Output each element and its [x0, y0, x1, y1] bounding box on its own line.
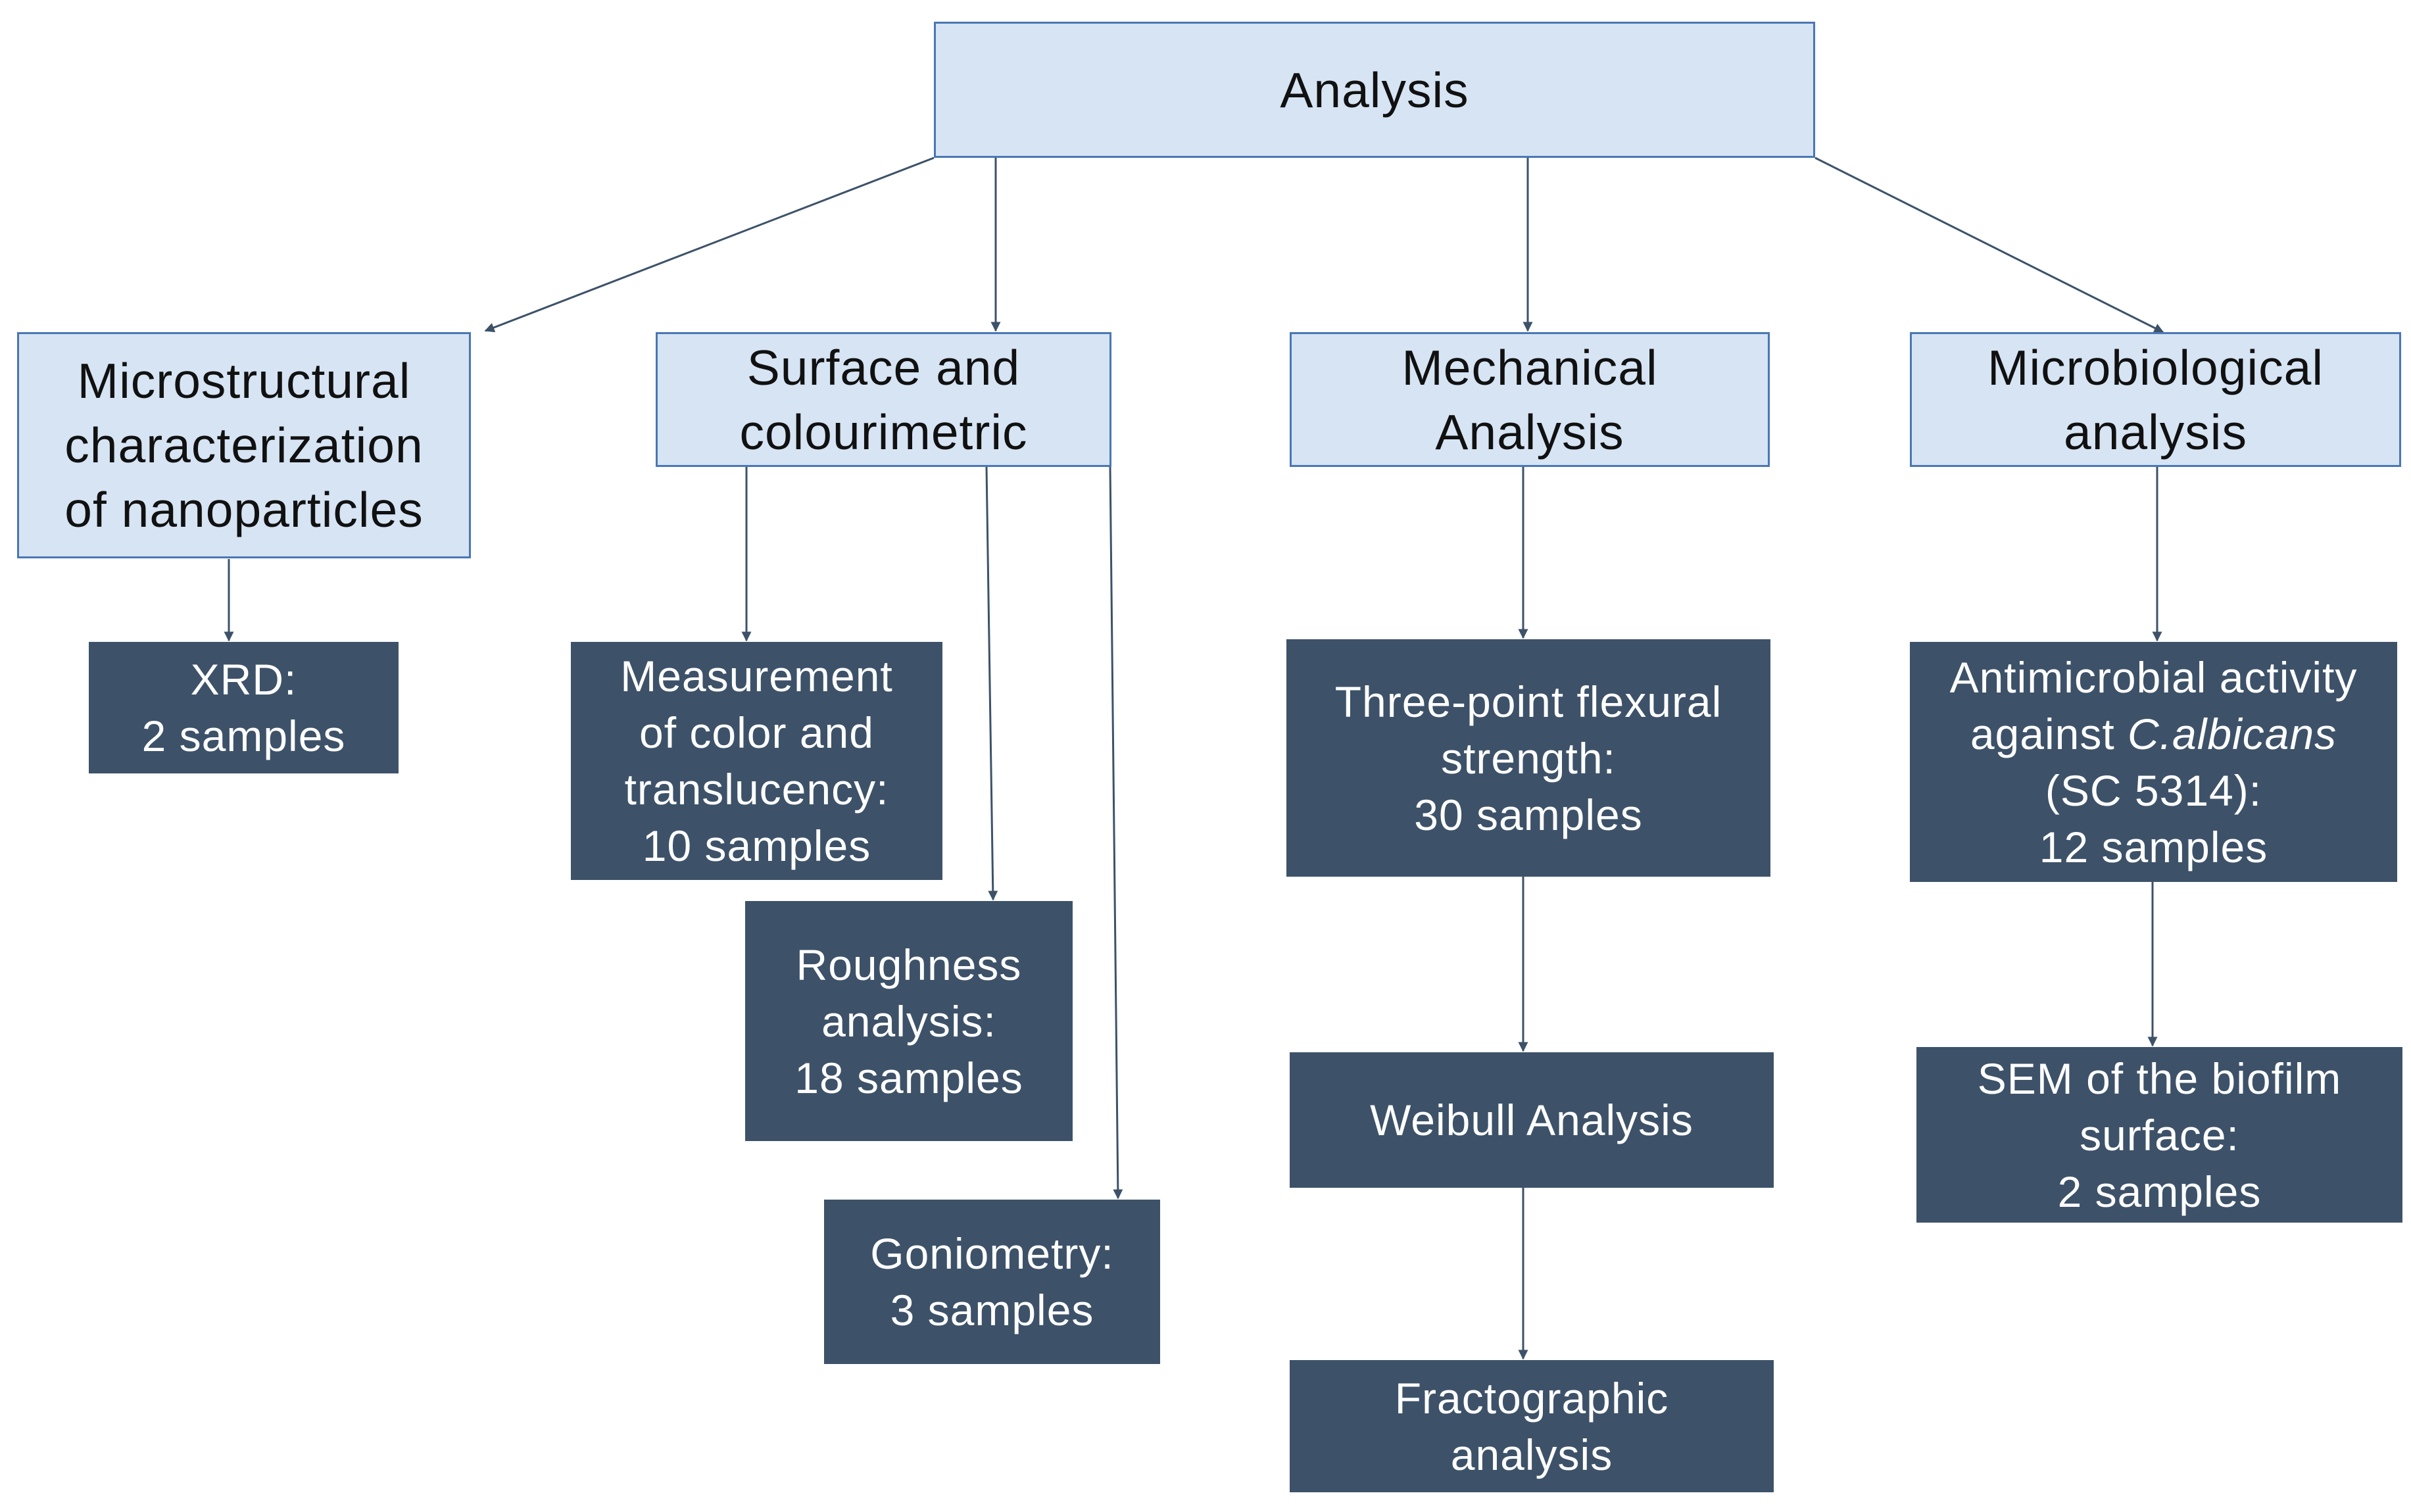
- color-translucency-box: Measurement of color and translucency: 1…: [571, 642, 942, 880]
- goniometry-box: Goniometry: 3 samples: [824, 1200, 1160, 1364]
- sem-line-1: SEM of the biofilm: [1977, 1054, 2342, 1103]
- fractographic-line-2: analysis: [1450, 1430, 1613, 1479]
- goniometry-line-1: Goniometry:: [870, 1229, 1114, 1278]
- microstructural-line-3: of nanoparticles: [64, 482, 424, 537]
- goniometry-line-2: 3 samples: [890, 1286, 1094, 1334]
- flexural-line-2: strength:: [1441, 733, 1616, 783]
- flexural-line-3: 30 samples: [1414, 790, 1643, 839]
- fractographic-analysis-box: Fractographic analysis: [1290, 1360, 1774, 1492]
- sem-line-3: 2 samples: [2057, 1167, 2262, 1216]
- roughness-line-3: 18 samples: [794, 1053, 1023, 1102]
- sem-biofilm-box: SEM of the biofilm surface: 2 samples: [1916, 1047, 2402, 1223]
- antimicrobial-line-3: (SC 5314):: [2045, 766, 2262, 815]
- antimicrobial-line-2: against C.albicans: [1950, 706, 2358, 762]
- surface-line-1: Surface and: [746, 339, 1021, 395]
- mechanical-line-1: Mechanical: [1401, 339, 1658, 395]
- analysis-root-box: Analysis: [934, 22, 1815, 158]
- color-line-1: Measurement: [620, 652, 893, 700]
- microstructural-line-2: characterization: [64, 418, 424, 473]
- antimicrobial-species-name: C.albicans: [2128, 709, 2337, 758]
- mechanical-line-2: Analysis: [1435, 404, 1624, 460]
- antimicrobial-line-2-prefix: against: [1970, 709, 2128, 758]
- surface-colourimetric-box: Surface and colourimetric: [656, 332, 1111, 467]
- flexural-strength-box: Three-point flexural strength: 30 sample…: [1286, 639, 1770, 877]
- arrow-surface-to-goniometry: [1109, 466, 1123, 1200]
- roughness-line-1: Roughness: [796, 940, 1022, 989]
- fractographic-line-1: Fractographic: [1394, 1373, 1669, 1423]
- antimicrobial-activity-box: Antimicrobial activity against C.albican…: [1910, 642, 2397, 882]
- color-line-2: of color and: [639, 708, 874, 757]
- arrow-analysis-to-microstructural: [484, 157, 935, 333]
- sem-line-2: surface:: [2080, 1110, 2239, 1159]
- mechanical-analysis-box: Mechanical Analysis: [1290, 332, 1770, 467]
- color-line-4: 10 samples: [642, 821, 871, 870]
- arrow-surface-to-roughness: [985, 466, 998, 901]
- microstructural-characterization-box: Microstructural characterization of nano…: [17, 332, 471, 558]
- xrd-line-1: XRD:: [190, 655, 297, 704]
- analysis-root-label: Analysis: [1280, 62, 1469, 118]
- arrow-analysis-to-microbiological: [1814, 157, 2164, 333]
- microstructural-line-1: Microstructural: [77, 353, 411, 408]
- flexural-line-1: Three-point flexural: [1334, 677, 1722, 726]
- weibull-analysis-box: Weibull Analysis: [1290, 1052, 1774, 1188]
- color-line-3: translucency:: [624, 765, 889, 814]
- roughness-box: Roughness analysis: 18 samples: [745, 901, 1073, 1141]
- xrd-line-2: 2 samples: [141, 712, 346, 760]
- microbiological-analysis-box: Microbiological analysis: [1910, 332, 2401, 467]
- antimicrobial-line-1: Antimicrobial activity: [1949, 652, 2358, 702]
- surface-line-2: colourimetric: [739, 404, 1028, 460]
- antimicrobial-line-4: 12 samples: [2039, 822, 2268, 871]
- weibull-line-1: Weibull Analysis: [1370, 1096, 1693, 1144]
- xrd-box: XRD: 2 samples: [89, 642, 399, 773]
- microbiological-line-1: Microbiological: [1987, 339, 2324, 395]
- roughness-line-2: analysis:: [821, 996, 996, 1046]
- microbiological-line-2: analysis: [2064, 404, 2247, 460]
